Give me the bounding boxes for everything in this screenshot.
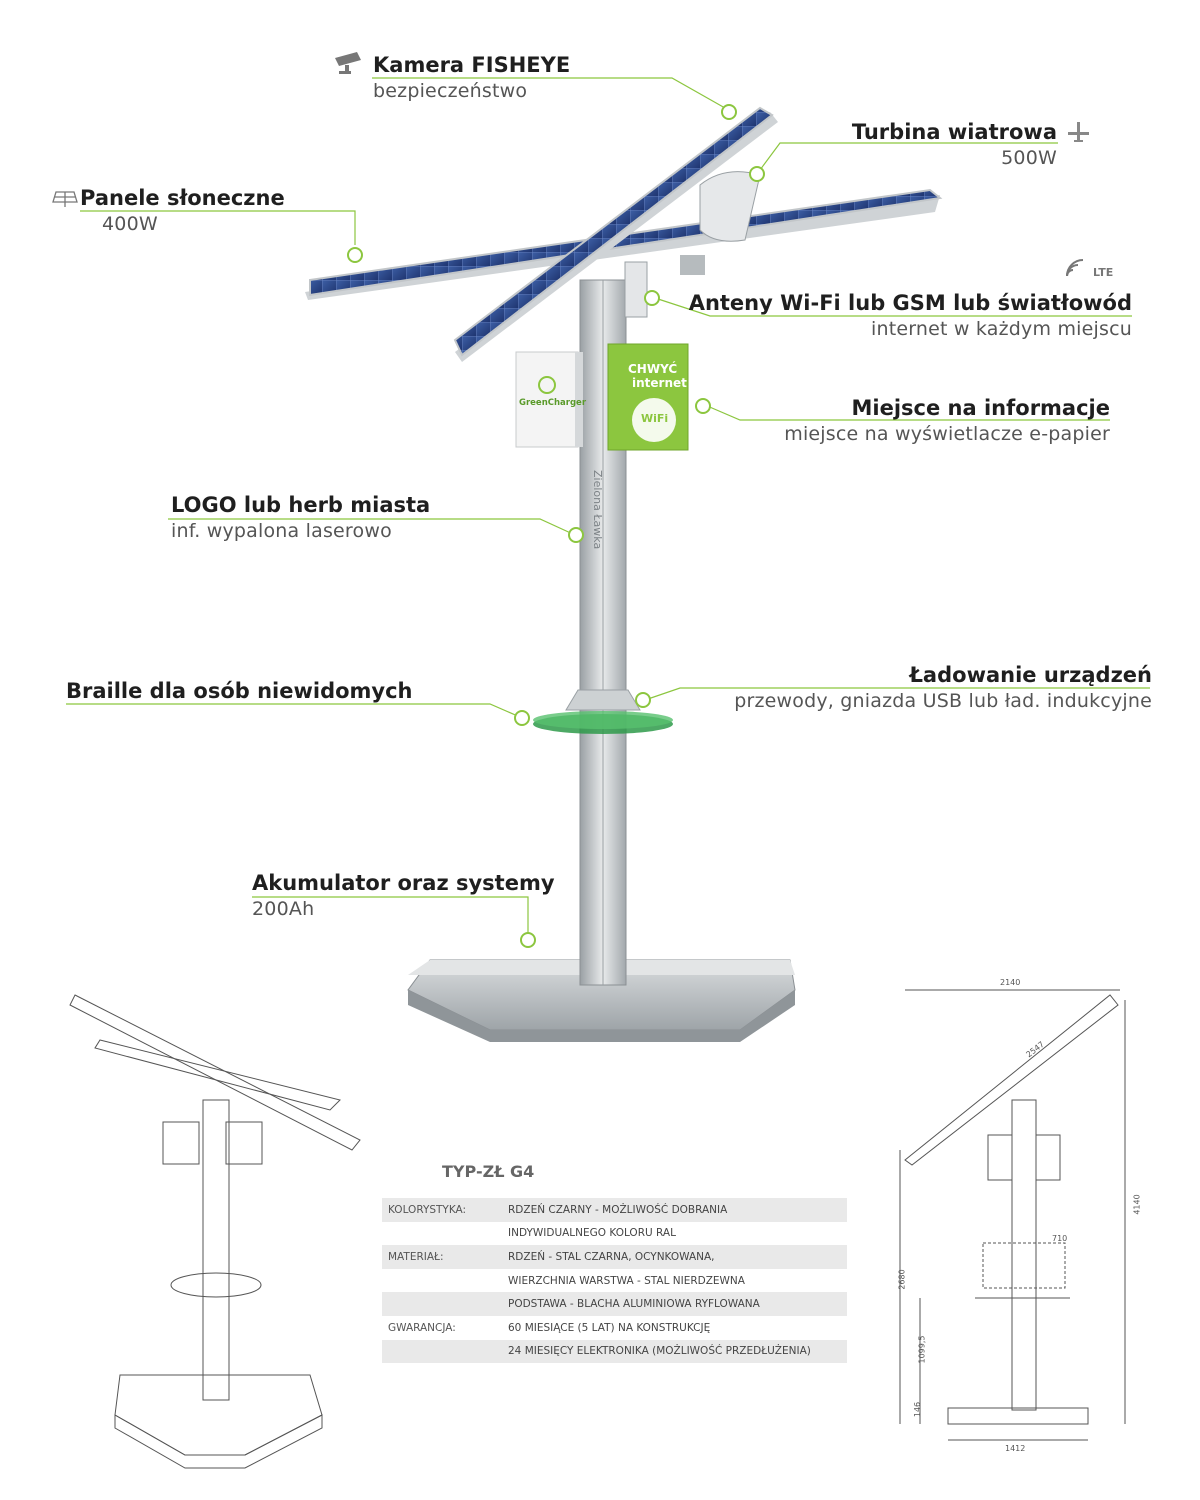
dim-base-height: 146 bbox=[913, 1401, 923, 1418]
callout-battery-title: Akumulator oraz systemy bbox=[252, 871, 555, 895]
camera-icon bbox=[335, 52, 361, 74]
leader-lines bbox=[66, 77, 1150, 935]
callout-logo-title: LOGO lub herb miasta bbox=[171, 493, 431, 517]
callout-battery-sub: 200Ah bbox=[252, 898, 315, 920]
info-box bbox=[515, 351, 583, 448]
spec-key: KOLORYSTYKA: bbox=[382, 1198, 502, 1222]
callout-antenna-title: Anteny Wi-Fi lub GSM lub światłowód bbox=[688, 291, 1132, 315]
spec-key bbox=[382, 1221, 502, 1246]
callout-charging-title: Ładowanie urządzeń bbox=[909, 663, 1152, 687]
callout-camera: Kamera FISHEYE bezpieczeństwo bbox=[373, 52, 570, 104]
technical-drawing bbox=[899, 989, 1126, 1441]
wifi-icon bbox=[1066, 259, 1084, 277]
spec-row: INDYWIDUALNEGO KOLORU RAL bbox=[382, 1221, 847, 1246]
callout-charging-sub: przewody, gniazda USB lub ład. indukcyjn… bbox=[734, 690, 1152, 712]
callout-info: Miejsce na informacje miejsce na wyświet… bbox=[784, 395, 1110, 447]
callout-logo: LOGO lub herb miasta inf. wypalona laser… bbox=[171, 492, 430, 544]
spec-value: 24 MIESIĘCY ELEKTRONIKA (MOŻLIWOŚĆ PRZED… bbox=[502, 1339, 847, 1364]
sign-line2: internet bbox=[632, 376, 687, 390]
callout-info-title: Miejsce na informacje bbox=[851, 396, 1110, 420]
callout-camera-title: Kamera FISHEYE bbox=[373, 53, 571, 77]
callout-panels-title: Panele słoneczne bbox=[80, 186, 285, 210]
spec-key: MATERIAŁ: bbox=[382, 1245, 502, 1269]
spec-key bbox=[382, 1292, 502, 1316]
callout-turbine-title: Turbina wiatrowa bbox=[851, 120, 1057, 144]
green-sign bbox=[607, 343, 689, 451]
spec-table: KOLORYSTYKA:RDZEŃ CZARNY - MOŻLIWOŚĆ DOB… bbox=[382, 1198, 847, 1364]
callout-panels: Panele słoneczne 400W bbox=[80, 185, 285, 237]
callout-braille: Braille dla osób niewidomych bbox=[66, 678, 413, 704]
callout-battery: Akumulator oraz systemy 200Ah bbox=[252, 870, 555, 922]
callout-antenna-sub: internet w każdym miejscu bbox=[870, 318, 1132, 340]
dim-height-mid: 2680 bbox=[897, 1269, 907, 1290]
spec-value: PODSTAWA - BLACHA ALUMINIOWA RYFLOWANA bbox=[502, 1292, 847, 1316]
callout-panels-sub: 400W bbox=[102, 213, 158, 235]
solar-panel-icon bbox=[52, 191, 78, 207]
pole-engraving: Zielona Ławka bbox=[591, 470, 604, 549]
callout-camera-sub: bezpieczeństwo bbox=[373, 80, 528, 102]
brand-label: GreenCharger bbox=[519, 398, 587, 408]
spec-value: RDZEŃ - STAL CZARNA, OCYNKOWANA, bbox=[502, 1245, 847, 1269]
dim-width-top: 2140 bbox=[1000, 978, 1021, 987]
lte-badge: LTE bbox=[1093, 266, 1114, 279]
charging-tray bbox=[533, 689, 673, 734]
spec-value: RDZEŃ CZARNY - MOŻLIWOŚĆ DOBRANIA bbox=[502, 1198, 847, 1222]
spec-value: WIERZCHNIA WARSTWA - STAL NIERDZEWNA bbox=[502, 1268, 847, 1293]
spec-key: GWARANCJA: bbox=[382, 1315, 502, 1340]
dim-height-total: 4140 bbox=[1132, 1194, 1142, 1215]
callout-info-sub: miejsce na wyświetlacze e-papier bbox=[784, 423, 1110, 445]
airplane-icon bbox=[1068, 122, 1089, 142]
dim-box-width: 710 bbox=[1052, 1234, 1068, 1243]
callout-markers bbox=[347, 104, 765, 948]
wind-turbine bbox=[680, 171, 761, 275]
spec-row: PODSTAWA - BLACHA ALUMINIOWA RYFLOWANA bbox=[382, 1292, 847, 1316]
spec-value: 60 MIESIĄCE (5 LAT) NA KONSTRUKCJĘ bbox=[502, 1315, 847, 1340]
spec-row: 24 MIESIĘCY ELEKTRONIKA (MOŻLIWOŚĆ PRZED… bbox=[382, 1339, 847, 1364]
dim-base-width: 1412 bbox=[1005, 1444, 1026, 1453]
callout-antenna: Anteny Wi-Fi lub GSM lub światłowód inte… bbox=[689, 290, 1132, 342]
wireframe-perspective-drawing bbox=[69, 994, 361, 1469]
sign-line1: CHWYĆ bbox=[628, 362, 678, 376]
dim-height-low: 1099,5 bbox=[917, 1335, 927, 1364]
spec-row: WIERZCHNIA WARSTWA - STAL NIERDZEWNA bbox=[382, 1268, 847, 1293]
callout-charging: Ładowanie urządzeń przewody, gniazda USB… bbox=[734, 662, 1152, 714]
callout-braille-title: Braille dla osób niewidomych bbox=[66, 679, 413, 703]
antenna-box bbox=[624, 261, 648, 318]
spec-key bbox=[382, 1339, 502, 1364]
callout-turbine-sub: 500W bbox=[1001, 147, 1057, 169]
spec-row: GWARANCJA:60 MIESIĄCE (5 LAT) NA KONSTRU… bbox=[382, 1315, 847, 1340]
base-plate bbox=[407, 959, 796, 1042]
callout-logo-sub: inf. wypalona laserowo bbox=[171, 520, 392, 542]
sign-line3: WiFi bbox=[641, 412, 669, 425]
spec-type-label: TYP-ZŁ G4 bbox=[442, 1162, 535, 1181]
spec-row: MATERIAŁ:RDZEŃ - STAL CZARNA, OCYNKOWANA… bbox=[382, 1245, 847, 1269]
callout-turbine: Turbina wiatrowa 500W bbox=[852, 119, 1057, 171]
spec-key bbox=[382, 1268, 502, 1293]
spec-row: KOLORYSTYKA:RDZEŃ CZARNY - MOŻLIWOŚĆ DOB… bbox=[382, 1198, 847, 1222]
spec-value: INDYWIDUALNEGO KOLORU RAL bbox=[502, 1221, 847, 1246]
